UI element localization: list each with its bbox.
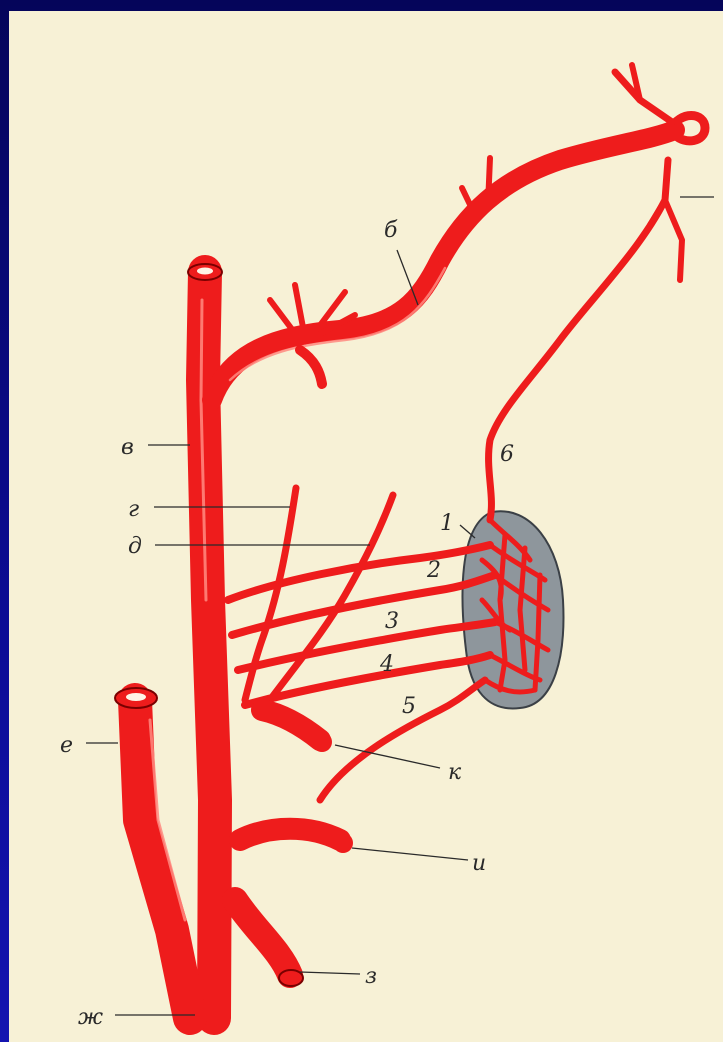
- label-d: д: [128, 534, 142, 559]
- label-b: б: [384, 218, 398, 243]
- vessel-i: [240, 829, 340, 840]
- label-v: в: [121, 435, 134, 460]
- label-four: 4: [379, 652, 394, 677]
- vessel-e: [135, 700, 190, 1018]
- label-g: г: [128, 497, 139, 522]
- leader-i: [352, 848, 468, 860]
- artery-b-twig-1: [615, 72, 672, 122]
- vessel-6-twig-2: [650, 200, 665, 225]
- label-five: 5: [402, 694, 416, 719]
- vessel-k: [262, 710, 320, 740]
- artery-b-loop: [670, 116, 705, 141]
- leader-z: [300, 972, 360, 974]
- vessel-e-lumen: [126, 693, 146, 701]
- vessel-z: [235, 900, 290, 975]
- vessel-k-end: [312, 732, 332, 752]
- label-zh: ж: [78, 1005, 103, 1030]
- label-six: 6: [500, 442, 514, 467]
- vessel-6: [489, 160, 668, 520]
- artery-b-twig-3: [488, 158, 490, 205]
- vessel-i-end: [333, 833, 353, 853]
- label-i: и: [472, 851, 486, 876]
- label-k: к: [448, 760, 462, 785]
- artery-b-stub: [300, 350, 322, 384]
- main-trunk-lumen: [197, 268, 213, 275]
- label-e: е: [60, 733, 73, 758]
- label-three: 3: [385, 609, 399, 634]
- label-z: з: [365, 964, 377, 989]
- vessel-z-opening: [279, 970, 303, 986]
- vessel-6-twig-1: [665, 200, 682, 280]
- label-two: 2: [426, 558, 441, 583]
- label-one: 1: [440, 511, 454, 536]
